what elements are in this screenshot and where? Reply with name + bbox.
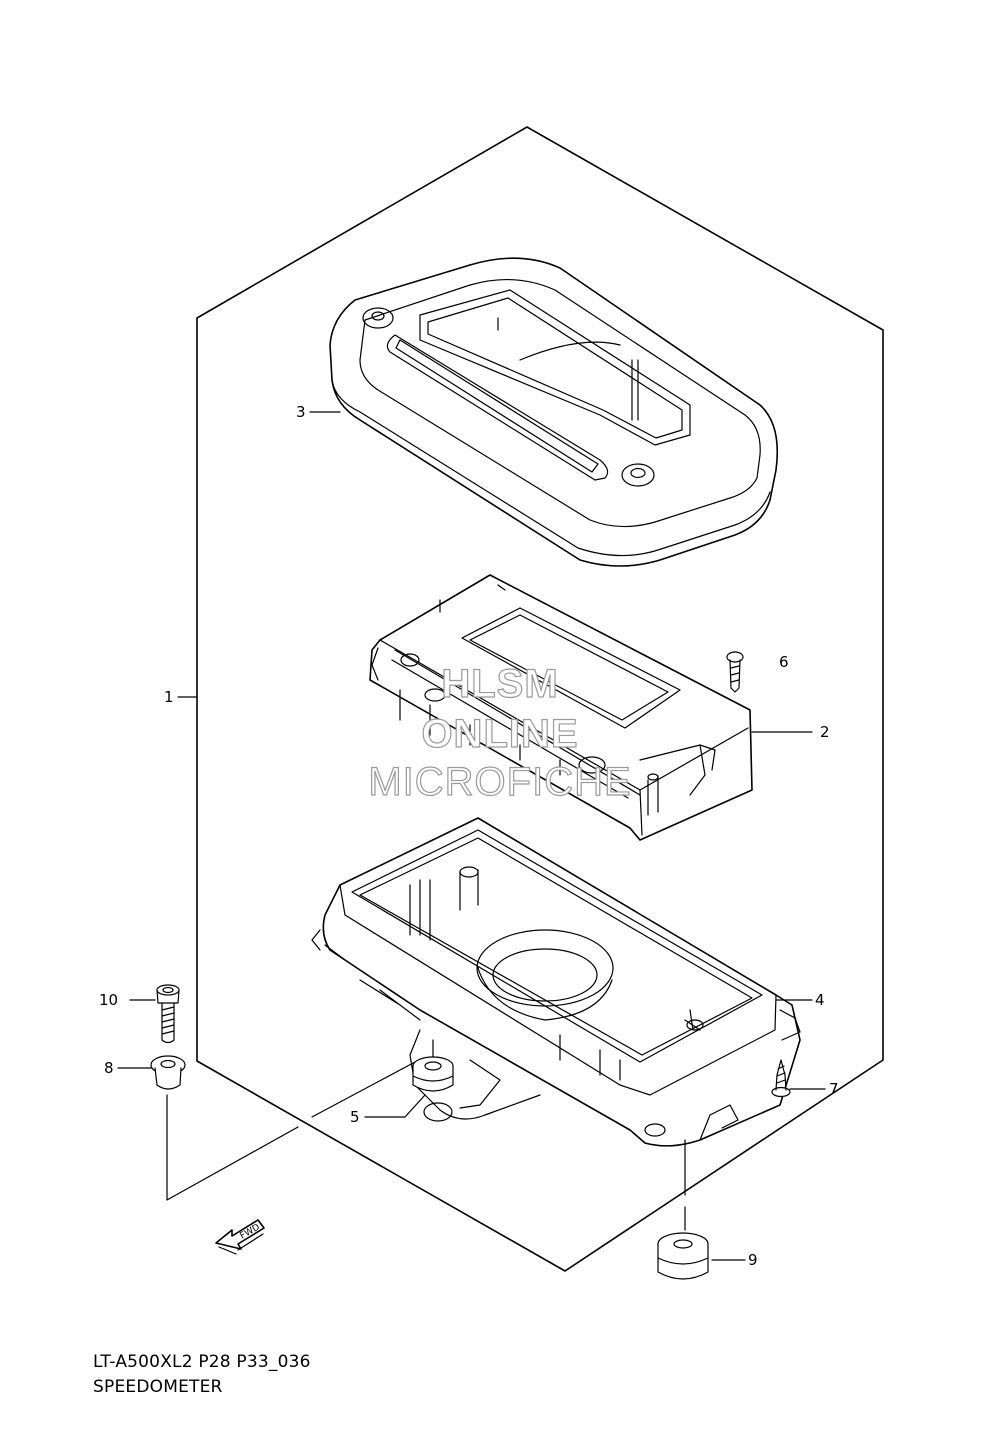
forward-direction-arrow: FWD xyxy=(215,1219,265,1255)
callout-2: 2 xyxy=(820,723,830,741)
callout-9: 9 xyxy=(748,1251,758,1269)
bolt-part-10[interactable] xyxy=(156,984,180,1044)
callout-4: 4 xyxy=(815,991,825,1009)
collar-part-8[interactable] xyxy=(150,1055,186,1090)
callout-5: 5 xyxy=(350,1108,360,1126)
lower-case-part-4[interactable] xyxy=(311,817,801,1147)
fwd-label: FWD xyxy=(239,1222,262,1241)
meter-unit-part-2[interactable] xyxy=(369,574,753,841)
callout-7: 7 xyxy=(829,1080,839,1098)
grommet-part-5[interactable] xyxy=(412,1039,454,1092)
cover-visor-part-3[interactable] xyxy=(329,257,779,567)
watermark-line-2: ONLINE xyxy=(421,711,579,756)
callout-8: 8 xyxy=(104,1059,114,1077)
screw-part-6[interactable] xyxy=(726,651,744,693)
watermark-line-3: MICROFICHE xyxy=(368,759,632,804)
callout-6: 6 xyxy=(779,653,789,671)
cushion-part-9[interactable] xyxy=(657,1232,709,1280)
watermark-line-1: HLSM xyxy=(441,661,559,706)
callout-3: 3 xyxy=(296,403,306,421)
tapping-screw-part-7[interactable] xyxy=(771,1059,791,1098)
diagram-title: SPEEDOMETER xyxy=(93,1377,223,1397)
assembly-outline xyxy=(196,126,884,1272)
leader-lines xyxy=(117,411,826,1261)
diagram-code: LT-A500XL2 P28 P33_036 xyxy=(93,1352,311,1372)
callout-10: 10 xyxy=(99,991,119,1009)
callout-1: 1 xyxy=(164,688,174,706)
